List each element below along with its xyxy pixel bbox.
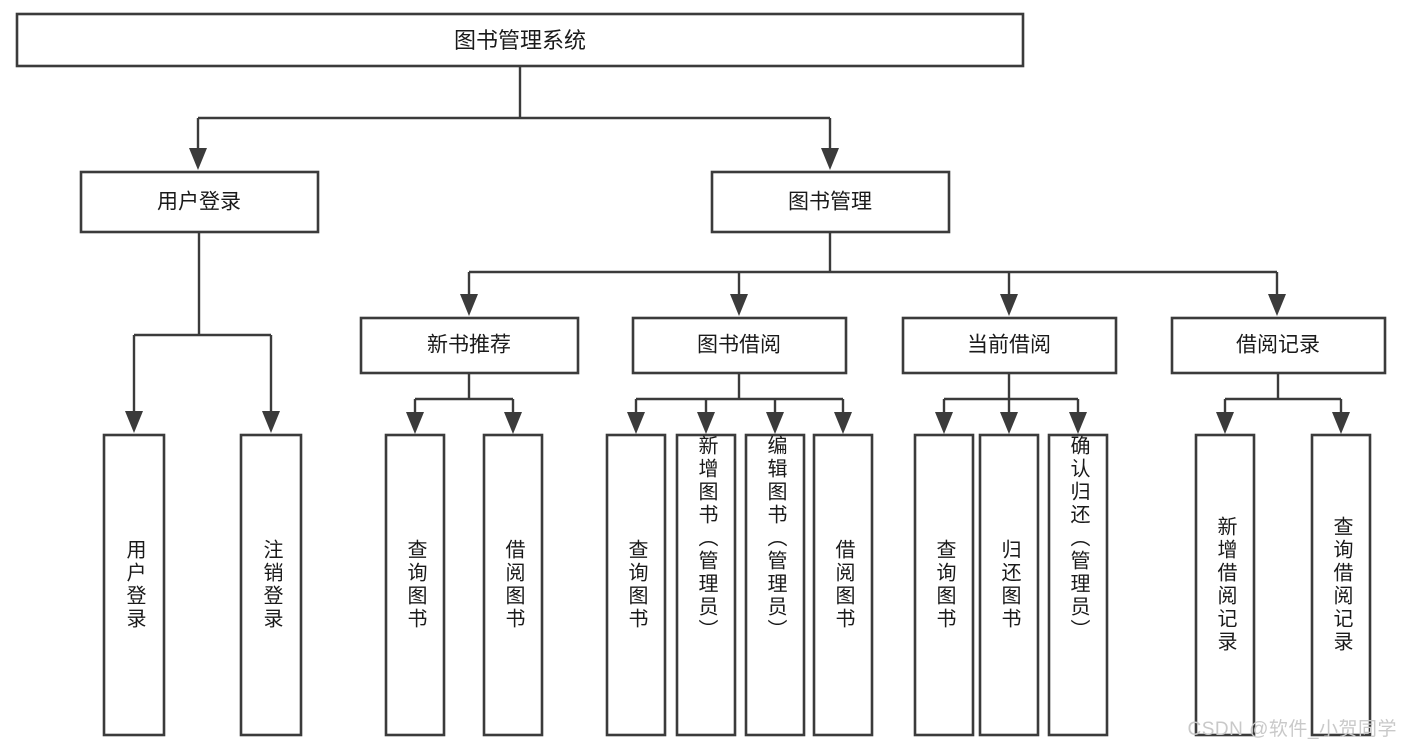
leaf-return-book-box[interactable] (978, 433, 1040, 737)
leaf-user-login-box[interactable] (102, 433, 166, 737)
arrow-icon-to-book-manage (821, 148, 839, 170)
arrow-icon-to-leaf-add-book (697, 412, 715, 434)
leaf-user-logout-box[interactable] (239, 433, 303, 737)
arrow-icon-to-new-book-recommend (460, 294, 478, 316)
arrow-icon-to-leaf-query-book-3 (935, 412, 953, 434)
arrow-icon-to-leaf-add-record (1216, 412, 1234, 434)
leaf-add-book-box[interactable] (675, 433, 737, 737)
node-user-login-label: 用户登录 (157, 191, 241, 214)
node-book-manage-box[interactable] (710, 170, 951, 234)
node-book-manage-label: 图书管理 (788, 191, 872, 214)
arrow-icon-to-user-login (189, 148, 207, 170)
node-new-book-recommend-box[interactable] (359, 316, 580, 375)
leaf-confirm-return-box[interactable] (1047, 433, 1109, 737)
arrow-icon-to-borrow-record (1268, 294, 1286, 316)
node-root-label: 图书管理系统 (454, 28, 586, 53)
leaf-edit-book-box[interactable] (744, 433, 806, 737)
node-root-box[interactable] (15, 12, 1025, 68)
arrow-icon-to-leaf-borrow-book-2 (834, 412, 852, 434)
arrow-icon-to-leaf-confirm-return (1069, 412, 1087, 434)
leaf-query-book-2-box[interactable] (605, 433, 667, 737)
leaf-query-book-3-box[interactable] (913, 433, 975, 737)
node-borrow-record-label: 借阅记录 (1236, 334, 1320, 357)
leaf-add-record-box[interactable] (1194, 433, 1256, 737)
node-current-borrow-box[interactable] (901, 316, 1118, 375)
leaf-borrow-book-2-box[interactable] (812, 433, 874, 737)
arrow-icon-to-book-borrow (730, 294, 748, 316)
arrow-icon-to-leaf-user-logout (262, 411, 280, 433)
node-book-borrow-box[interactable] (631, 316, 848, 375)
node-new-book-recommend-label: 新书推荐 (427, 334, 511, 357)
leaf-query-record-box[interactable] (1310, 433, 1372, 737)
arrow-icon-to-leaf-user-login (125, 411, 143, 433)
arrow-icon-to-leaf-query-record (1332, 412, 1350, 434)
arrow-icon-to-leaf-return-book (1000, 412, 1018, 434)
arrow-icon-to-leaf-query-book-1 (406, 412, 424, 434)
arrow-icon-to-leaf-query-book-2 (627, 412, 645, 434)
leaf-query-book-1-box[interactable] (384, 433, 446, 737)
leaf-borrow-book-1-box[interactable] (482, 433, 544, 737)
arrow-icon-to-current-borrow (1000, 294, 1018, 316)
node-current-borrow-label: 当前借阅 (967, 334, 1051, 357)
node-book-borrow-label: 图书借阅 (697, 334, 781, 357)
node-borrow-record-box[interactable] (1170, 316, 1387, 375)
arrow-icon-to-leaf-borrow-book-1 (504, 412, 522, 434)
arrow-icon-to-leaf-edit-book (766, 412, 784, 434)
